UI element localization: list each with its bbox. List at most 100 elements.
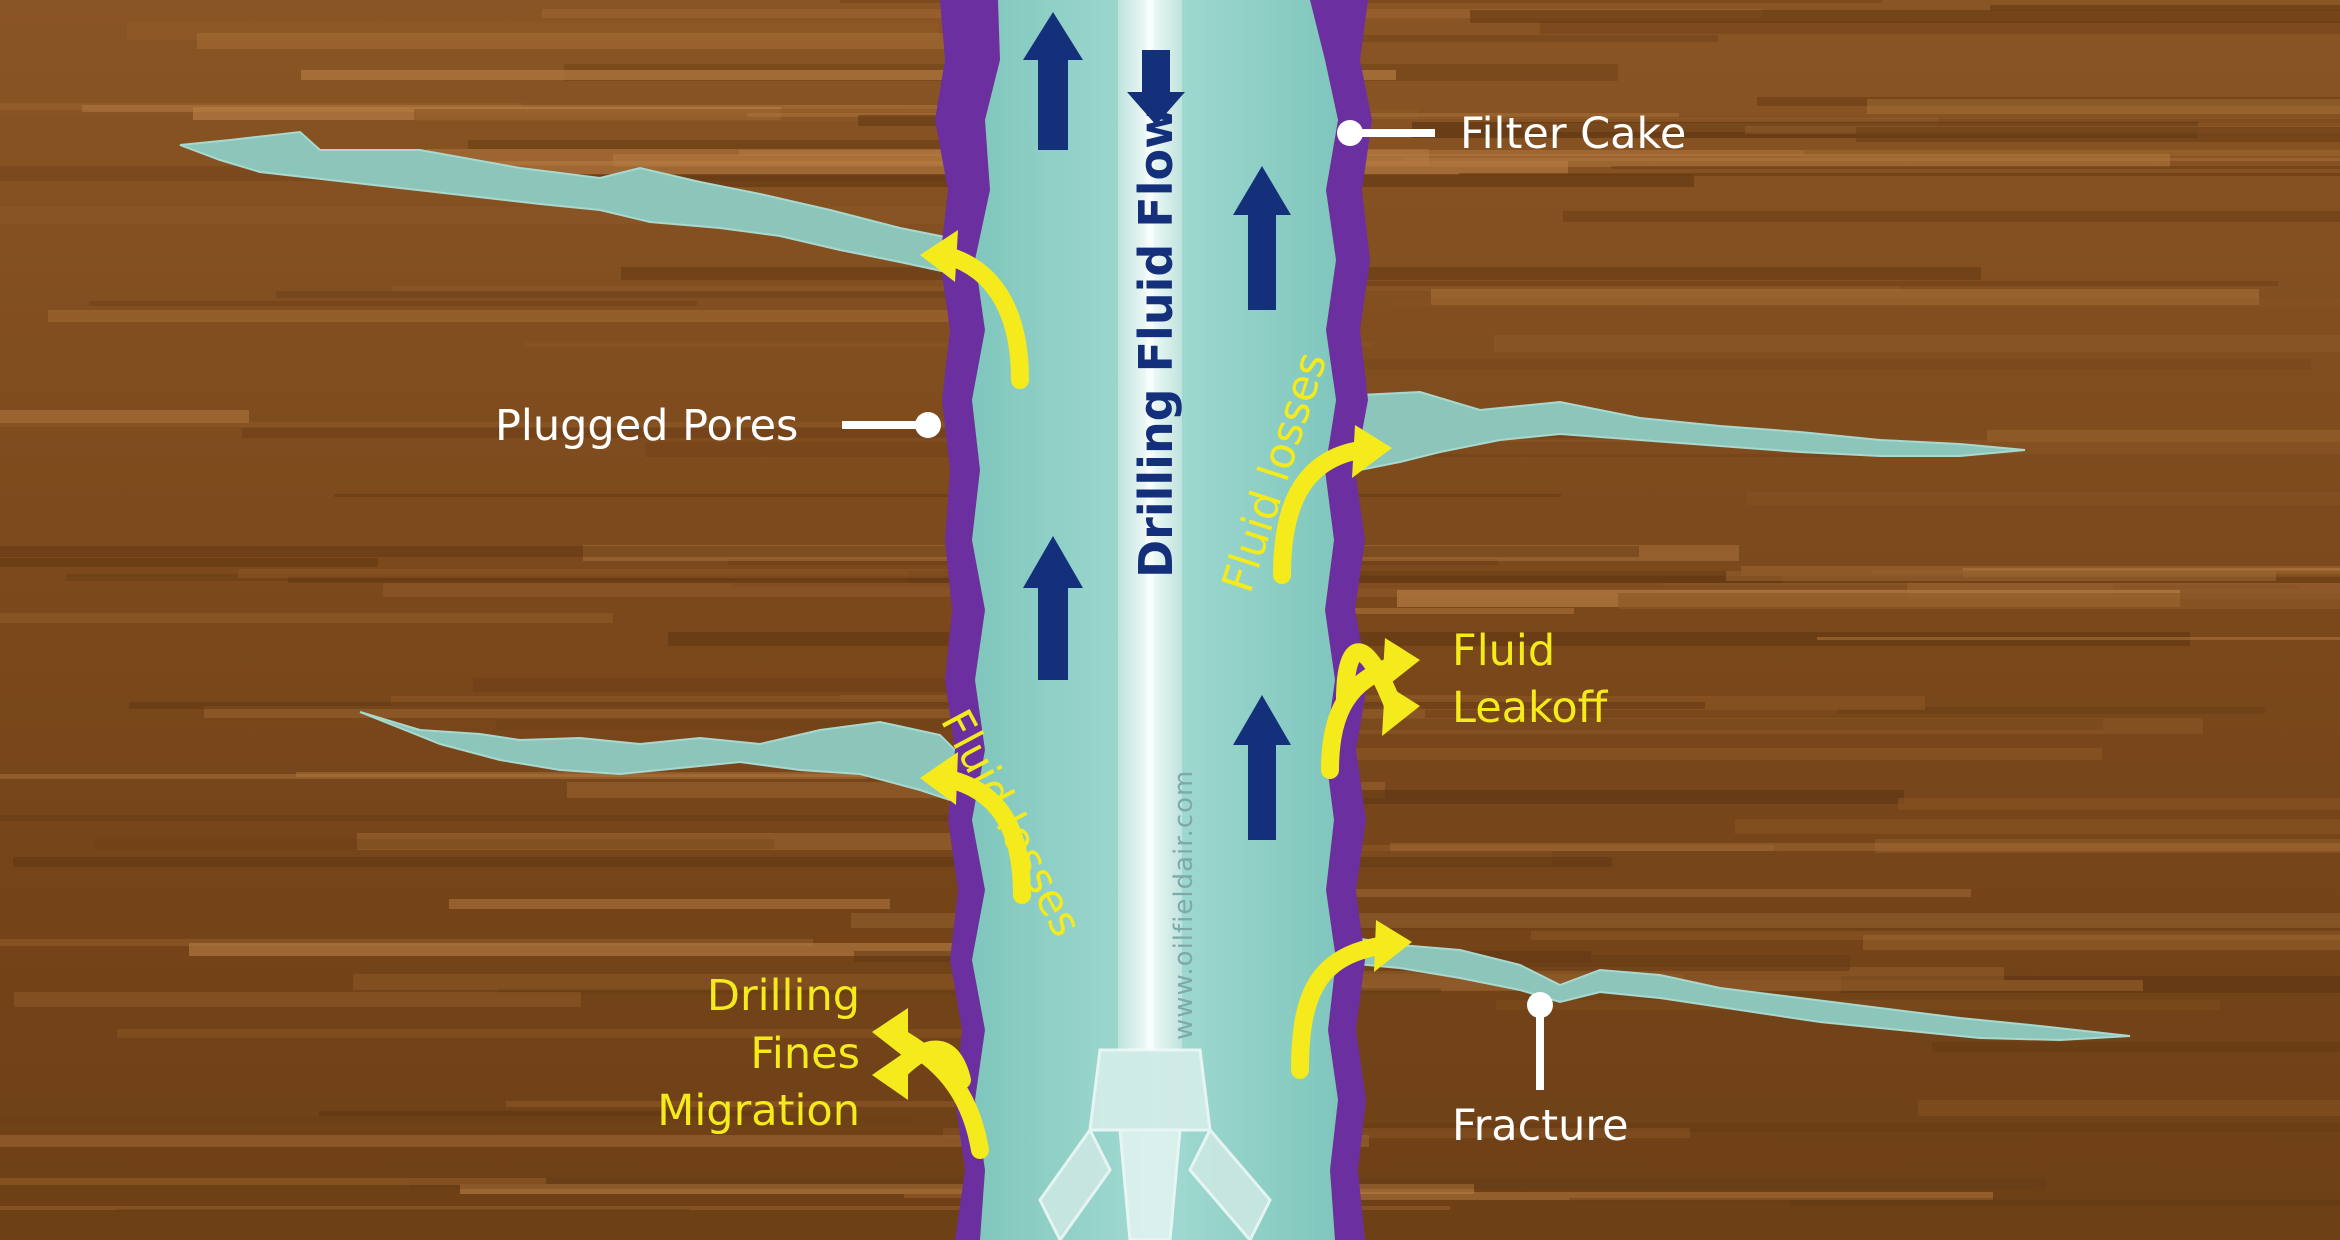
wood-streak	[14, 992, 581, 1007]
callout-dot-icon	[1527, 992, 1553, 1018]
wood-streak	[0, 410, 249, 423]
wood-streak	[1618, 593, 2340, 609]
wood-streak	[0, 613, 613, 623]
wood-streak	[0, 546, 1639, 557]
label-drilling-fines-line1: Drilling	[707, 971, 860, 1021]
label-drilling-fines-line3: Migration	[657, 1086, 860, 1136]
wood-streak	[1987, 430, 2340, 442]
wood-streak	[1872, 570, 2340, 574]
arrow-up-icon	[1023, 12, 1083, 150]
wood-streak	[1932, 1042, 2340, 1052]
wood-streak	[1470, 10, 2340, 23]
wood-streak	[1391, 298, 2340, 307]
wood-streak	[116, 1209, 690, 1212]
leak-arrow-heads	[872, 230, 1420, 1100]
label-drilling-fines-line2: Fines	[750, 1029, 860, 1079]
label-fracture: Fracture	[1452, 1101, 1629, 1151]
wood-streak	[739, 150, 2340, 156]
wood-streak	[1531, 931, 2340, 940]
wood-streak	[334, 494, 1561, 497]
wood-streak	[0, 558, 378, 567]
wood-streak	[1856, 127, 2340, 142]
callout-dot-icon	[915, 412, 941, 438]
wood-streak	[1863, 935, 2340, 950]
curved-arrow-icon	[1273, 441, 1369, 584]
wood-streak	[1202, 718, 2203, 734]
wood-streak	[276, 291, 1197, 298]
wood-streak	[1356, 980, 2143, 991]
wood-streak	[1791, 1200, 2340, 1205]
wood-streak	[1867, 99, 2340, 114]
wood-streak	[1125, 35, 1718, 42]
wood-streak	[1735, 819, 2340, 834]
wood-streak	[1198, 927, 2340, 930]
curved-arrow-icon	[886, 1026, 989, 1159]
curved-arrow-icon	[1291, 936, 1394, 1079]
wood-streak	[1405, 158, 2340, 161]
label-plugged-pores: Plugged Pores	[495, 401, 798, 451]
wood-streak	[1540, 21, 2340, 34]
label-fluid-leakoff-line2: Leakoff	[1452, 683, 1609, 733]
wood-streak	[1611, 166, 2340, 169]
wood-streak	[0, 1116, 912, 1122]
wood-streak	[525, 111, 1039, 116]
wood-streak	[521, 947, 1331, 952]
wood-streak	[0, 774, 867, 779]
drill-bit	[1038, 1048, 1272, 1240]
watermark-text: www.oilfieldair.com	[1169, 770, 1199, 1040]
arrow-up-icon	[1023, 536, 1083, 680]
wood-streak	[238, 569, 954, 578]
wood-streak	[94, 839, 774, 849]
wood-streak	[953, 585, 2300, 589]
wood-streak	[1459, 173, 2340, 176]
arrow-up-icon	[1233, 695, 1291, 840]
wood-streak	[473, 678, 1088, 692]
wood-streak	[296, 772, 1319, 777]
wood-streak	[1317, 1123, 2340, 1132]
wood-streak	[1563, 211, 2340, 222]
wood-streak	[1232, 790, 1904, 804]
filter-cake-right	[1310, 0, 1372, 1240]
wood-streak	[1390, 843, 2340, 851]
wood-streak	[127, 23, 939, 40]
wood-streak	[1817, 637, 2340, 640]
wood-streak	[13, 857, 1612, 867]
callouts	[842, 120, 1553, 1090]
wood-streak	[506, 1101, 1253, 1107]
wood-streak	[0, 939, 813, 946]
wood-streak	[1569, 1198, 2340, 1204]
wood-streak	[1726, 571, 2276, 581]
wood-streak	[1746, 492, 2340, 505]
callout-dot-icon	[1337, 120, 1363, 146]
wood-streak	[1757, 97, 2340, 106]
wood-streak	[319, 1111, 753, 1116]
wood-streak	[129, 702, 1705, 709]
wood-streak	[301, 70, 1396, 80]
wood-streak	[1875, 839, 2340, 853]
filter-cake-left	[935, 0, 1000, 1240]
wood-streak	[1494, 335, 2340, 352]
formation-texture	[0, 5, 2340, 1212]
wood-streak	[117, 1029, 999, 1038]
wood-streak	[468, 140, 1011, 149]
wood-streak	[1196, 889, 1971, 897]
wood-streak	[0, 1178, 546, 1185]
wood-streak	[1023, 281, 2278, 286]
wood-streak	[0, 815, 977, 821]
arrow-down-icon	[1127, 50, 1185, 125]
drill-pipe-highlight	[1146, 0, 1154, 1050]
wood-streak	[1149, 359, 2311, 369]
wood-streak	[1355, 845, 1774, 851]
wood-streak	[1838, 707, 2265, 714]
flow-arrows	[1023, 12, 1291, 840]
curved-arrow-icon	[936, 246, 1029, 389]
wood-streak	[0, 1206, 1450, 1210]
label-drilling-fluid-flow: Drilling Fluid Flow	[1129, 106, 1183, 578]
arrow-up-icon	[1233, 166, 1291, 310]
wood-streak	[197, 33, 978, 49]
fracture-upper-right	[1329, 378, 2026, 471]
label-fluid-leakoff-line1: Fluid	[1452, 626, 1555, 676]
fracture-lower-right	[1334, 933, 2131, 1042]
